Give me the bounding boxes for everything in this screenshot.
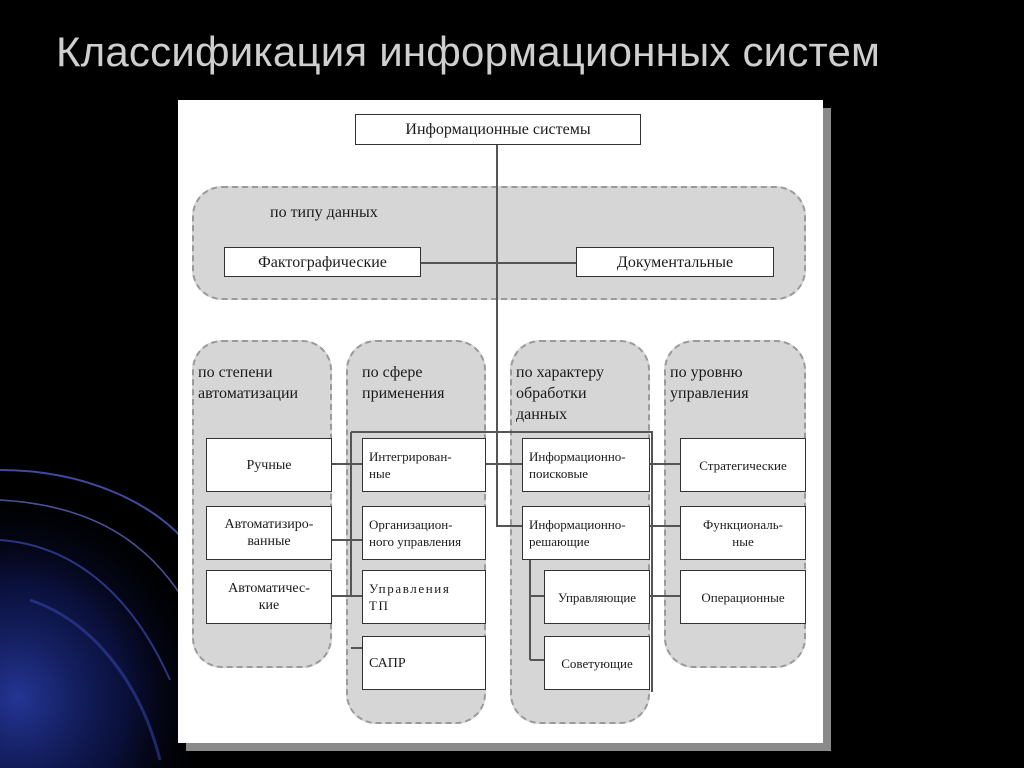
group-label-application: по сфере применения [362,362,445,404]
group-label-processing: по характеру обработки данных [516,362,604,425]
node-documentary: Документальные [576,247,774,277]
group-label-data-type: по типу данных [270,202,378,223]
root-node: Информационные системы [355,114,641,145]
node-info-solving: Информационно- решающие [522,506,650,560]
node-automated: Автоматизиро- ванные [206,506,332,560]
node-advising: Советующие [544,636,650,690]
group-label-automation: по степени автоматизации [198,362,298,404]
node-controlling: Управляющие [544,570,650,624]
node-automatic: Автоматичес- кие [206,570,332,624]
node-manual: Ручные [206,438,332,492]
node-info-search: Информационно- поисковые [522,438,650,492]
group-label-management: по уровню управления [670,362,749,404]
node-operational: Операционные [680,570,806,624]
diagram-panel: Информационные системы по типу данных Фа… [178,100,823,743]
slide-title: Классификация информационных систем [56,28,880,76]
node-integrated: Интегрирован- ные [362,438,486,492]
node-functional: Функциональ- ные [680,506,806,560]
node-strategic: Стратегические [680,438,806,492]
node-tp-management: Управления ТП [362,570,486,624]
node-factographic: Фактографические [224,247,421,277]
node-org-management: Организацион- ного управления [362,506,486,560]
connector-lines [178,100,823,743]
node-sapr: САПР [362,636,486,690]
